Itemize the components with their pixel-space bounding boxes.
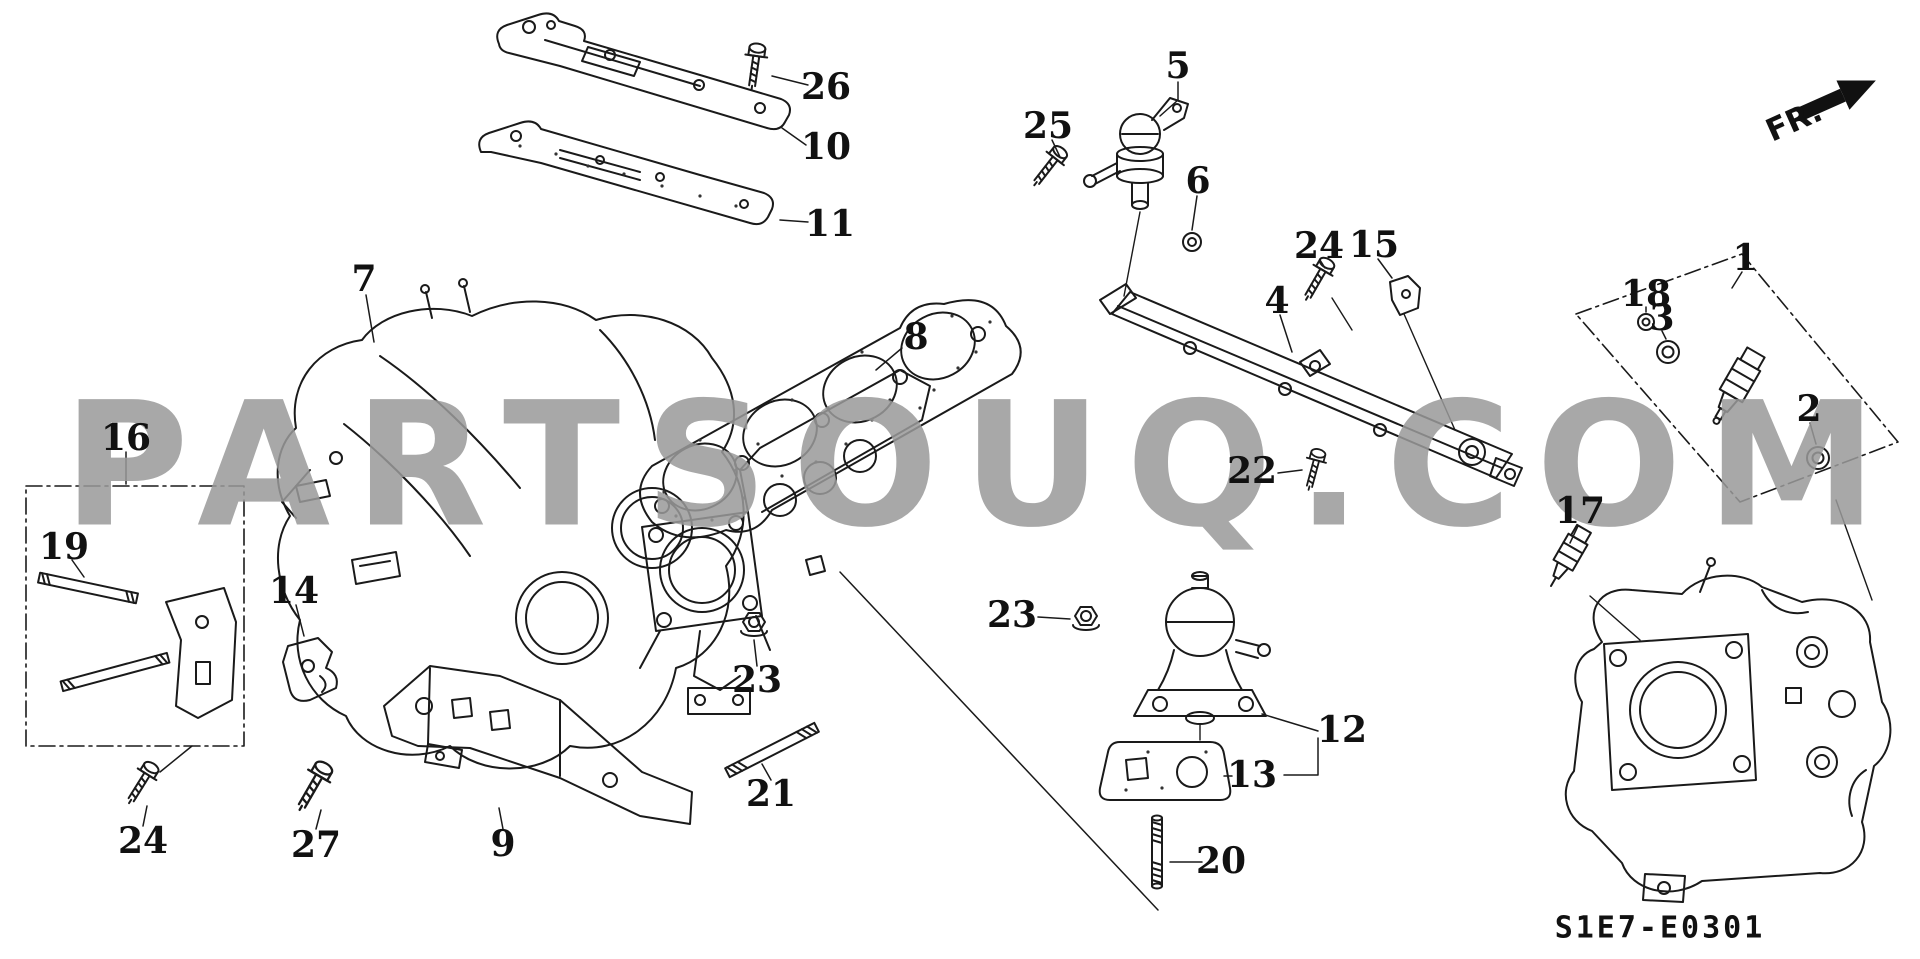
part-callout-6: 6 (1185, 160, 1211, 202)
part-clamp-14 (282, 637, 338, 702)
part-stud-21 (724, 721, 820, 779)
part-pipe-19b (59, 651, 171, 693)
gasket-stipple (662, 314, 992, 522)
part-callout-21: 21 (745, 773, 797, 815)
leader-lines (71, 75, 1817, 911)
part-bracket-9 (383, 665, 693, 825)
part-callout-9: 9 (490, 823, 516, 865)
part-cylinder-head-right (1564, 557, 1892, 903)
part-injector-17 (1550, 523, 1592, 587)
part-callout-24: 24 (117, 820, 169, 862)
part-callout-18: 18 (1620, 273, 1672, 315)
part-callout-5: 5 (1165, 45, 1191, 87)
part-gasket-8 (639, 299, 1022, 539)
bracket-group-16 (25, 485, 245, 747)
part-callout-23: 23 (986, 594, 1038, 636)
part-bracket-15 (1331, 275, 1456, 431)
part-cushion-ring-3 (1656, 340, 1680, 364)
part-pressure-regulator-5 (1083, 97, 1189, 297)
part-callout-7: 7 (351, 258, 377, 300)
diagram-code: S1E7-E0301 (1554, 910, 1766, 946)
part-callout-10: 10 (800, 126, 852, 168)
part-callout-2: 2 (1796, 388, 1822, 430)
part-callout-27: 27 (290, 824, 342, 866)
part-callout-1: 1 (1732, 237, 1758, 279)
part-oring-6 (1182, 232, 1202, 252)
part-callout-24: 24 (1293, 225, 1345, 267)
part-callout-19: 19 (38, 526, 90, 568)
part-callout-22: 22 (1226, 450, 1278, 492)
part-callout-16: 16 (100, 417, 152, 459)
part-fuel-rail-4 (1099, 283, 1523, 487)
part-egr-valve-12 (1133, 571, 1271, 741)
part-callout-12: 12 (1316, 709, 1368, 751)
part-callout-8: 8 (903, 316, 929, 358)
injector-assembly-1 (1575, 253, 1899, 601)
part-callout-3: 3 (1649, 297, 1675, 339)
part-callout-25: 25 (1022, 105, 1074, 147)
part-callout-17: 17 (1554, 490, 1606, 532)
part-gasket-13 (1098, 741, 1232, 801)
part-manifold-body-7 (276, 278, 745, 770)
part-callout-20: 20 (1195, 840, 1247, 882)
part-callout-26: 26 (800, 66, 852, 108)
part-bracket-16 (165, 587, 237, 719)
part-stud-20 (1151, 814, 1163, 890)
part-washer-18 (1637, 313, 1655, 331)
part-gasket-11 (478, 120, 774, 226)
gasket-stipple (518, 144, 738, 208)
part-pipe-19a (37, 571, 139, 605)
part-cover-plate-10 (496, 12, 791, 131)
part-fuel-injector (1712, 346, 1766, 425)
part-callout-13: 13 (1226, 754, 1278, 796)
part-seal-ring-2 (1806, 446, 1830, 470)
part-callout-14: 14 (268, 570, 320, 612)
part-callout-11: 11 (804, 203, 856, 245)
fr-direction-arrow (1796, 80, 1876, 122)
part-callout-15: 15 (1348, 224, 1400, 266)
part-callout-23: 23 (731, 659, 783, 701)
part-callout-4: 4 (1264, 280, 1290, 322)
